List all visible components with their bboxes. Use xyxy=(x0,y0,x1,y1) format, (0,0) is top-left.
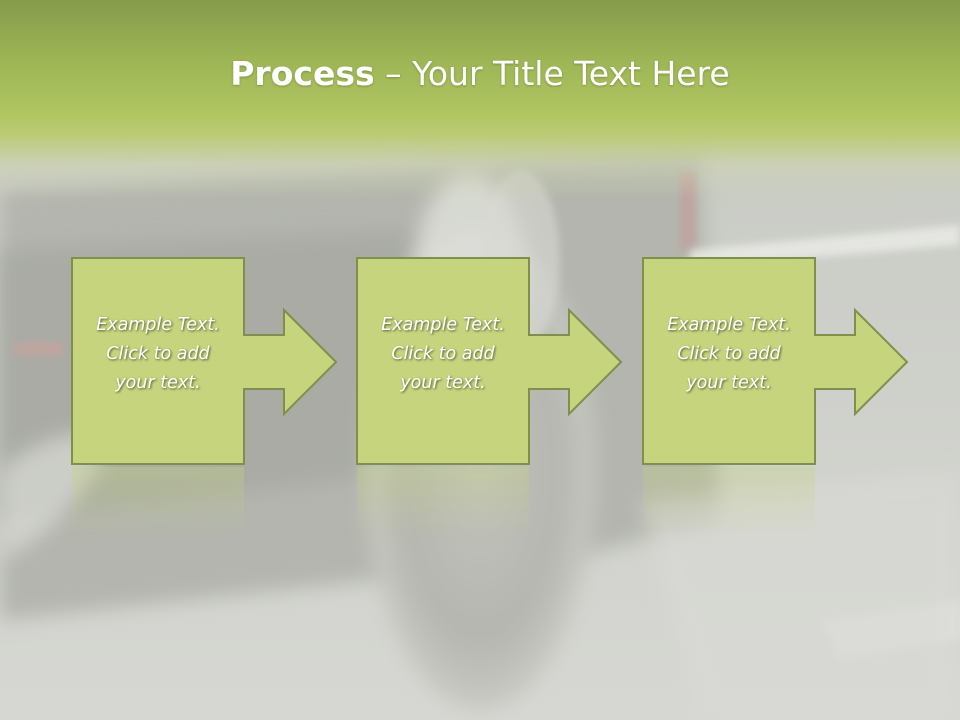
step-1-text: Example Text. Click to add your text. xyxy=(71,311,245,398)
step-3-line-3: your text. xyxy=(686,373,772,393)
slide-title[interactable]: Process – Your Title Text Here xyxy=(0,52,960,96)
title-rest: – Your Title Text Here xyxy=(374,54,730,93)
step-2-shape xyxy=(356,257,623,537)
step-3-reflection xyxy=(643,467,815,537)
step-2-reflection xyxy=(357,467,529,537)
step-3-box xyxy=(642,257,816,465)
step-1-reflection xyxy=(72,467,244,537)
step-3-arrow-icon xyxy=(814,307,909,417)
step-3-line-2: Click to add xyxy=(677,344,781,364)
step-1-line-1: Example Text. xyxy=(96,315,220,335)
title-bold: Process xyxy=(230,54,375,93)
header-band xyxy=(0,0,960,200)
step-2-line-2: Click to add xyxy=(391,344,495,364)
step-1-shape xyxy=(71,257,338,537)
step-2-text: Example Text. Click to add your text. xyxy=(356,311,530,398)
step-1-line-3: your text. xyxy=(115,373,201,393)
step-3-shape xyxy=(642,257,909,537)
process-step-3[interactable]: Example Text. Click to add your text. xyxy=(642,257,930,547)
step-3-line-1: Example Text. xyxy=(667,315,791,335)
step-3-text: Example Text. Click to add your text. xyxy=(642,311,816,398)
step-1-line-2: Click to add xyxy=(106,344,210,364)
process-step-2[interactable]: Example Text. Click to add your text. xyxy=(356,257,644,547)
step-1-box xyxy=(71,257,245,465)
process-step-1[interactable]: Example Text. Click to add your text. xyxy=(71,257,359,547)
step-2-box xyxy=(356,257,530,465)
step-2-arrow-icon xyxy=(528,307,623,417)
step-2-line-3: your text. xyxy=(400,373,486,393)
step-2-line-1: Example Text. xyxy=(381,315,505,335)
step-1-arrow-icon xyxy=(243,307,338,417)
